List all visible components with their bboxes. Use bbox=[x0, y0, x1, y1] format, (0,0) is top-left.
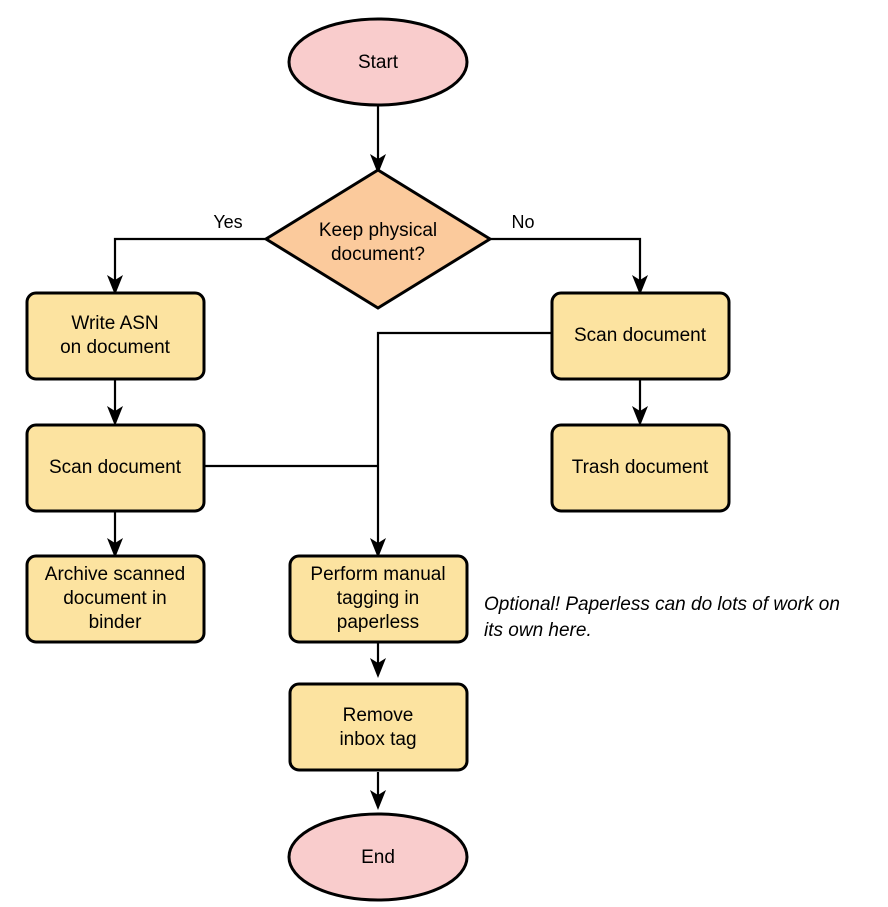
arrowhead bbox=[632, 406, 648, 426]
manual-tagging-label-line-2: tagging in bbox=[337, 588, 419, 609]
arrowhead bbox=[632, 275, 648, 295]
manual-tagging-label-line-1: Perform manual bbox=[310, 564, 445, 585]
end-label: End bbox=[361, 847, 395, 868]
scan-document-right-box[interactable] bbox=[550, 291, 731, 381]
decision-label-line-2: document? bbox=[331, 244, 425, 265]
start-ellipse[interactable] bbox=[287, 17, 469, 107]
archive-label-line-2: document in bbox=[63, 588, 167, 609]
arrowhead bbox=[107, 538, 123, 558]
arrowhead bbox=[370, 538, 386, 558]
write-asn-label-line-2: on document bbox=[60, 337, 171, 358]
annotation-optional-note: Optional! Paperless can do lots of work … bbox=[484, 594, 840, 641]
edge-decision-to-scan-right: No bbox=[490, 212, 648, 295]
edge-line bbox=[490, 237, 642, 285]
archive-box[interactable] bbox=[25, 554, 206, 644]
end-ellipse[interactable] bbox=[287, 812, 469, 902]
edge-decision-to-write-asn: Yes bbox=[107, 212, 266, 295]
trash-document-label: Trash document bbox=[572, 457, 709, 478]
scan-document-right-label: Scan document bbox=[574, 325, 707, 346]
node-scan-document-right[interactable]: Scan document bbox=[550, 291, 731, 381]
scan-document-left-box[interactable] bbox=[25, 423, 206, 513]
edge-label-no: No bbox=[511, 212, 534, 232]
edge-write-asn-to-scan-left bbox=[107, 379, 123, 426]
manual-tagging-box[interactable] bbox=[288, 554, 469, 644]
arrowhead bbox=[370, 154, 386, 174]
remove-inbox-tag-box[interactable] bbox=[288, 682, 469, 772]
node-end[interactable]: End bbox=[287, 812, 469, 902]
edge-line bbox=[113, 237, 266, 285]
decision-diamond[interactable] bbox=[263, 168, 493, 310]
arrowhead bbox=[370, 658, 386, 678]
edge-start-to-decision bbox=[370, 103, 386, 174]
archive-label-line-3: binder bbox=[89, 612, 142, 633]
edge-line bbox=[376, 331, 552, 548]
start-label: Start bbox=[358, 52, 399, 73]
edge-remove-inbox-to-end bbox=[370, 772, 386, 810]
node-remove-inbox-tag[interactable]: Remove inbox tag bbox=[288, 682, 469, 772]
edge-scan-right-to-trash bbox=[632, 379, 648, 426]
write-asn-label-line-1: Write ASN bbox=[71, 313, 158, 334]
optional-note-line-1: Optional! Paperless can do lots of work … bbox=[484, 594, 840, 615]
scan-document-left-label: Scan document bbox=[49, 457, 182, 478]
arrowhead bbox=[370, 790, 386, 810]
node-decision-keep-physical-document[interactable]: Keep physical document? bbox=[263, 168, 493, 310]
node-archive-scanned-document[interactable]: Archive scanned document in binder bbox=[25, 554, 206, 644]
write-asn-box[interactable] bbox=[25, 291, 206, 381]
edge-scan-left-to-archive bbox=[107, 511, 123, 558]
edge-label-yes: Yes bbox=[213, 212, 242, 232]
decision-label-line-1: Keep physical bbox=[319, 220, 437, 241]
trash-document-box[interactable] bbox=[550, 423, 731, 513]
remove-inbox-tag-label-line-2: inbox tag bbox=[339, 729, 416, 750]
edge-scan-right-to-manual-tagging bbox=[370, 331, 552, 558]
node-trash-document[interactable]: Trash document bbox=[550, 423, 731, 513]
manual-tagging-label-line-3: paperless bbox=[337, 612, 419, 633]
node-perform-manual-tagging[interactable]: Perform manual tagging in paperless bbox=[288, 554, 469, 644]
edge-manual-tagging-to-remove-inbox bbox=[370, 643, 386, 678]
arrowhead bbox=[107, 275, 123, 295]
optional-note-line-2: its own here. bbox=[484, 620, 592, 641]
arrowhead bbox=[107, 406, 123, 426]
node-start[interactable]: Start bbox=[287, 17, 469, 107]
remove-inbox-tag-label-line-1: Remove bbox=[343, 705, 414, 726]
node-write-asn-on-document[interactable]: Write ASN on document bbox=[25, 291, 206, 381]
archive-label-line-1: Archive scanned bbox=[45, 564, 185, 585]
node-scan-document-left[interactable]: Scan document bbox=[25, 423, 206, 513]
